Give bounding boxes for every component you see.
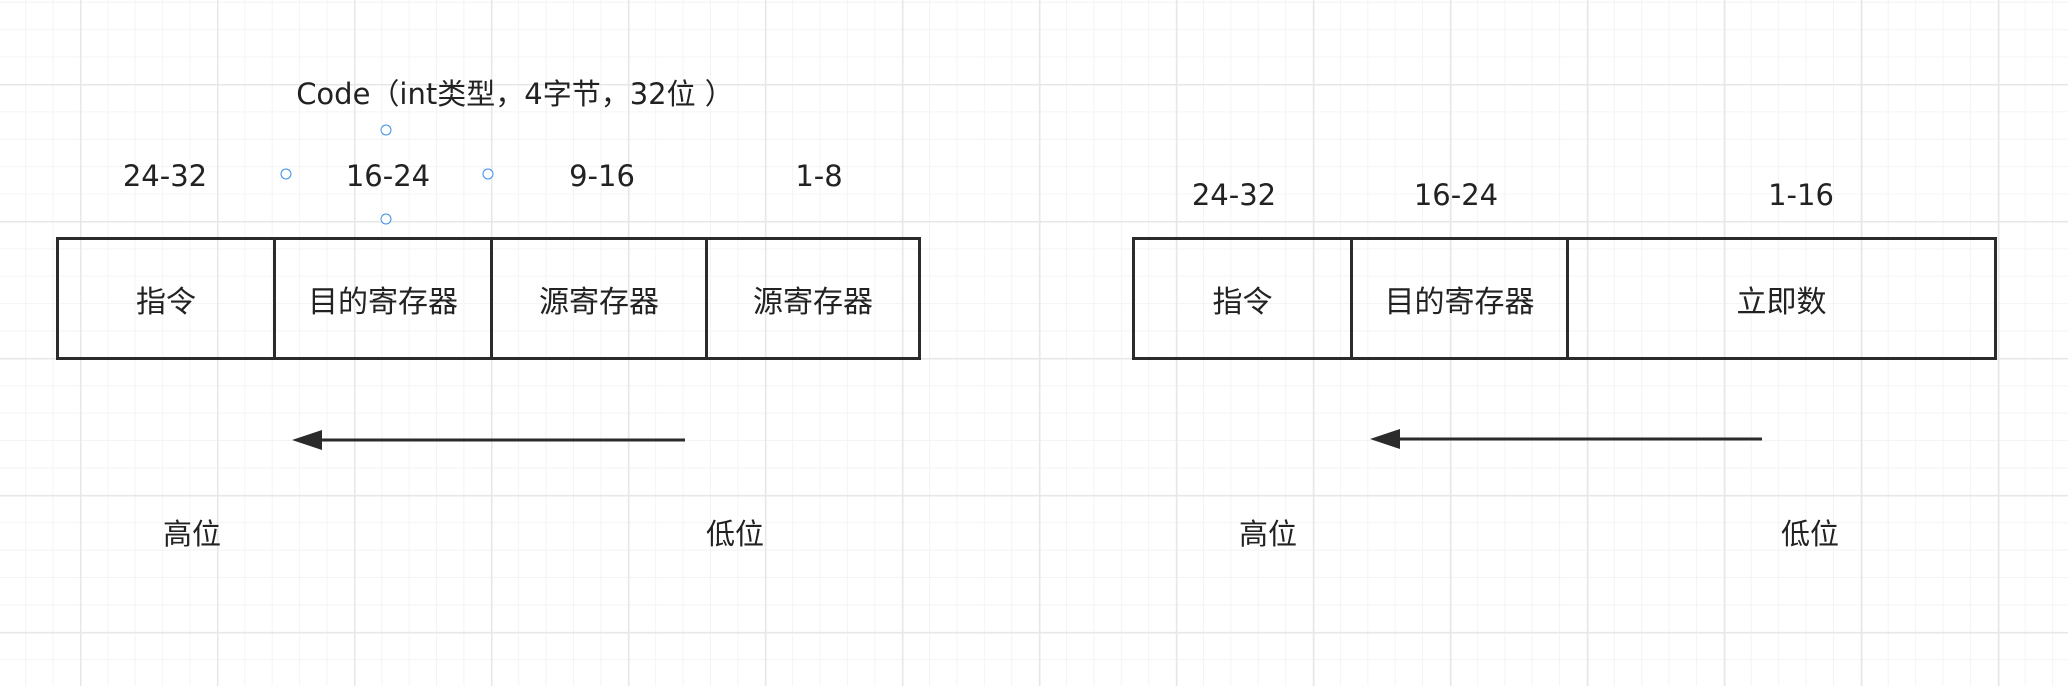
- field-cell: 指令: [1135, 240, 1353, 357]
- left-bit-label[interactable]: 16-24: [345, 159, 431, 193]
- left-bit-label: 1-8: [795, 159, 843, 193]
- left-low-label: 低位: [705, 517, 765, 551]
- selection-handle-top[interactable]: [380, 124, 392, 136]
- field-cell: 立即数: [1736, 284, 1827, 320]
- left-bit-label: 24-32: [122, 159, 208, 193]
- right-instruction-row: 指令 目的寄存器 立即数: [1132, 237, 1997, 360]
- field-cell: 目的寄存器: [276, 240, 493, 357]
- selection-handle-bottom[interactable]: [380, 213, 392, 225]
- diagram-title: Code（int类型，4字节，32位 ）: [296, 77, 734, 111]
- right-bit-label: 16-24: [1413, 178, 1499, 212]
- field-cell: 源寄存器: [753, 284, 873, 320]
- left-instruction-row: 指令 目的寄存器 源寄存器 源寄存器: [56, 237, 921, 360]
- left-high-label: 高位: [162, 517, 222, 551]
- right-high-label: 高位: [1238, 517, 1298, 551]
- field-cell: 目的寄存器: [1353, 240, 1569, 357]
- right-low-label: 低位: [1780, 517, 1840, 551]
- left-bit-label: 9-16: [569, 159, 635, 193]
- field-cell: 指令: [59, 240, 276, 357]
- selection-handle-right[interactable]: [482, 168, 494, 180]
- field-cell: 源寄存器: [493, 240, 708, 357]
- selection-handle-left[interactable]: [280, 168, 292, 180]
- right-bit-label: 1-16: [1768, 178, 1834, 212]
- right-bit-label: 24-32: [1191, 178, 1277, 212]
